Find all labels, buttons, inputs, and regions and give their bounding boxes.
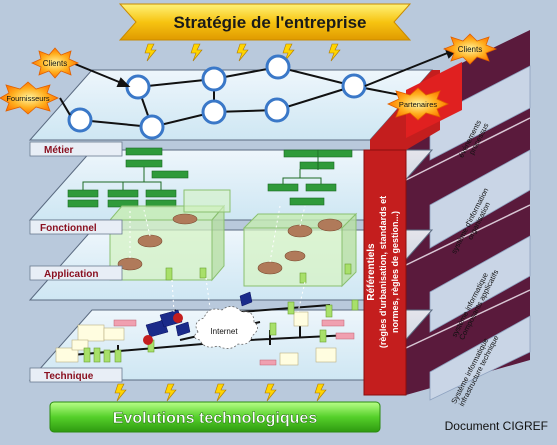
svg-text:Fonctionnel: Fonctionnel <box>40 223 97 234</box>
side-wall-dividers <box>405 117 531 349</box>
actor-clients-left: Clients <box>31 47 79 79</box>
technique-network <box>55 263 359 366</box>
strategy-banner: Stratégie de l'entreprise <box>118 3 412 41</box>
side-label-panels <box>429 65 531 401</box>
referentiels-title: Référentiels <box>366 243 377 301</box>
process-cycle-icons <box>67 54 367 140</box>
svg-text:Application: Application <box>44 269 98 280</box>
clients-right-label: Clients <box>458 45 482 54</box>
layer-label-fonctionnel: Fonctionnel <box>29 219 123 235</box>
component-dashed-links <box>129 205 306 263</box>
application-components <box>117 213 343 275</box>
layer-plane-metier <box>28 69 434 141</box>
actor-partenaires: Partenaires <box>387 87 449 121</box>
partenaires-label: Partenaires <box>399 100 438 109</box>
functional-blocks <box>67 147 353 208</box>
process-flows <box>67 54 417 140</box>
svg-text:Métier: Métier <box>44 145 74 156</box>
clients-left-label: Clients <box>43 59 67 68</box>
svg-text:Technique: Technique <box>44 371 94 382</box>
referentiels-line-2: normes, règles de gestion...) <box>390 211 400 333</box>
strategy-banner-text: Stratégie de l'entreprise <box>173 13 366 32</box>
layer-label-application: Application <box>29 265 123 281</box>
layer-label-technique: Technique <box>29 367 123 383</box>
fournisseurs-label: Fournisseurs <box>6 94 50 103</box>
internet-label: Internet <box>210 327 238 336</box>
actor-fournisseurs: Fournisseurs <box>0 81 59 115</box>
technology-banner: Evolutions technologiques <box>49 401 381 433</box>
referentiels-column: Référentiels (règles d'urbanisation, sta… <box>363 149 407 396</box>
technology-banner-text: Evolutions technologiques <box>113 410 318 427</box>
referentiels-line-1: (règles d'urbanisation, standards et <box>378 196 388 348</box>
bottom-lightning-bolts <box>114 383 327 402</box>
functional-links <box>82 157 322 190</box>
layer-label-metier: Métier <box>29 141 123 157</box>
top-lightning-bolts <box>144 43 341 62</box>
document-credit: Document CIGREF <box>445 419 548 433</box>
actor-clients-right: Clients <box>442 33 498 65</box>
internet-cloud: Internet <box>194 306 258 349</box>
